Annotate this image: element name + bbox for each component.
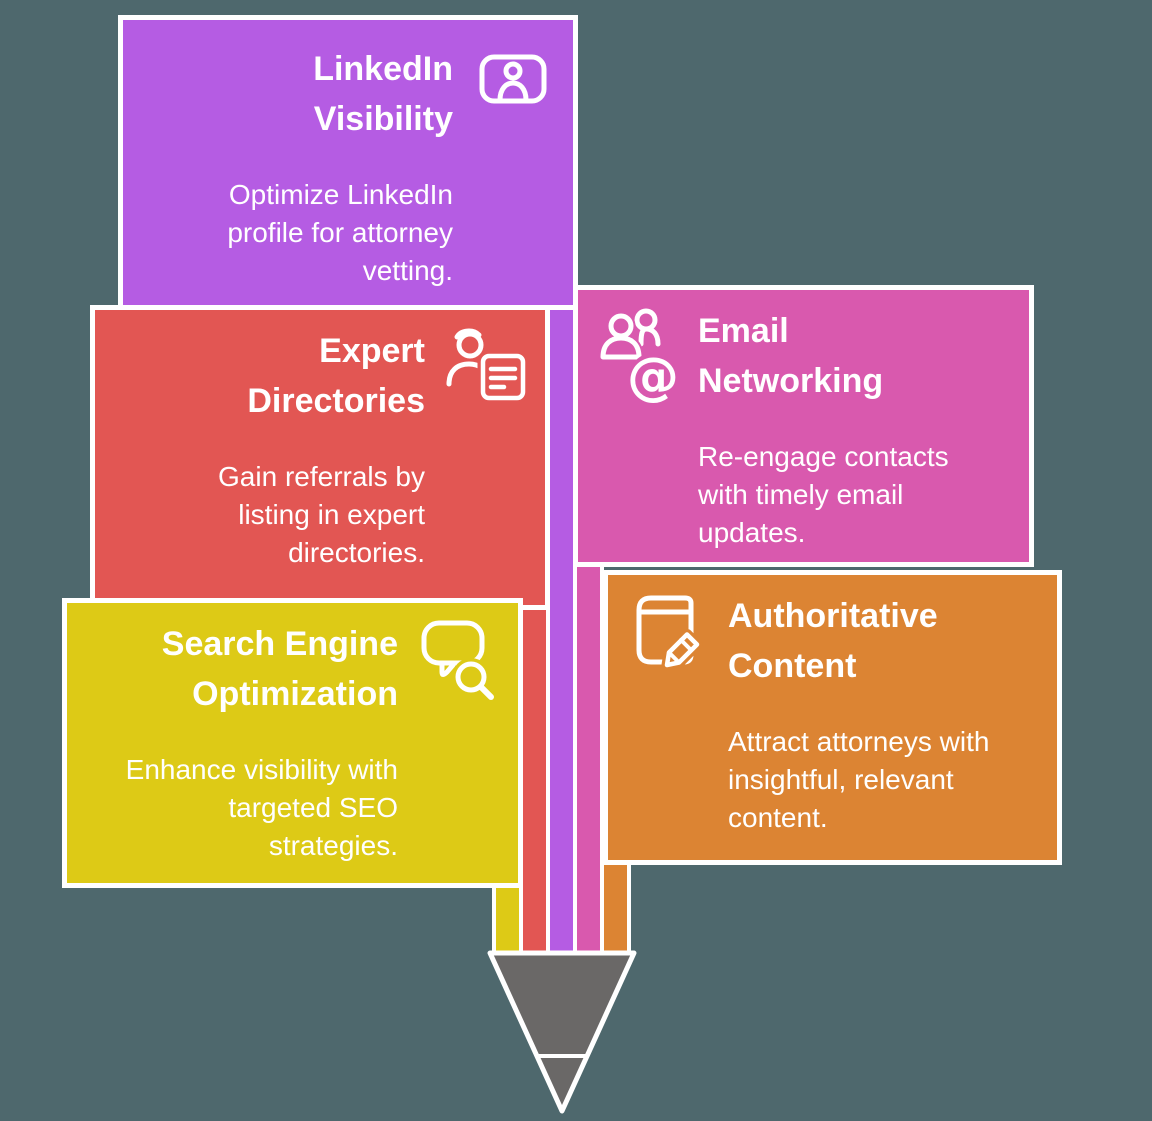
card-search-engine-optimization: Search Engine Optimization Enhance visib… [62, 598, 523, 888]
icon-box: @ [578, 290, 698, 404]
profile-card-icon [479, 54, 547, 104]
card-body-seo: Enhance visibility with targeted SEO str… [125, 754, 398, 861]
card-email-networking: @ Email Networking Re-engage contacts wi… [573, 285, 1034, 567]
pencil-stripe-expert-directories [519, 590, 550, 957]
book-pencil-icon [636, 595, 703, 671]
card-body-linkedin-visibility: Optimize LinkedIn profile for attorney v… [227, 179, 453, 286]
card-header: LinkedIn Visibility [143, 20, 573, 144]
people-at-sign-icon: @ [598, 308, 679, 404]
card-header: Expert Directories [115, 310, 545, 426]
card-title-expert-directories: Expert Directories [247, 332, 425, 420]
card-body-email-networking: Re-engage contacts with timely email upd… [698, 441, 949, 548]
pencil-tip [487, 950, 637, 1114]
chat-bubble-magnifier-icon [421, 620, 494, 700]
icon-box [398, 603, 518, 703]
card-authoritative-content: Authoritative Content Attract attorneys … [603, 570, 1062, 865]
person-document-icon [446, 328, 527, 402]
card-body-expert-directories: Gain referrals by listing in expert dire… [218, 461, 425, 568]
card-title-email-networking: Email Networking [698, 312, 884, 400]
card-title-seo: Search Engine Optimization [161, 625, 398, 713]
card-header: Search Engine Optimization [87, 603, 518, 719]
card-header: @ Email Networking [578, 290, 1009, 406]
card-title-linkedin-visibility: LinkedIn Visibility [313, 50, 453, 138]
card-expert-directories: Expert Directories Gain referrals by lis… [90, 305, 550, 610]
icon-box [453, 20, 573, 104]
icon-box [425, 310, 545, 402]
card-linkedin-visibility: LinkedIn Visibility Optimize LinkedIn pr… [118, 15, 578, 310]
svg-text:@: @ [627, 347, 679, 404]
card-body-authoritative-content: Attract attorneys with insightful, relev… [728, 726, 990, 833]
pencil-tip-cone [487, 950, 637, 1114]
icon-box [608, 575, 728, 673]
card-header: Authoritative Content [608, 575, 1037, 691]
card-title-authoritative-content: Authoritative Content [728, 597, 938, 685]
